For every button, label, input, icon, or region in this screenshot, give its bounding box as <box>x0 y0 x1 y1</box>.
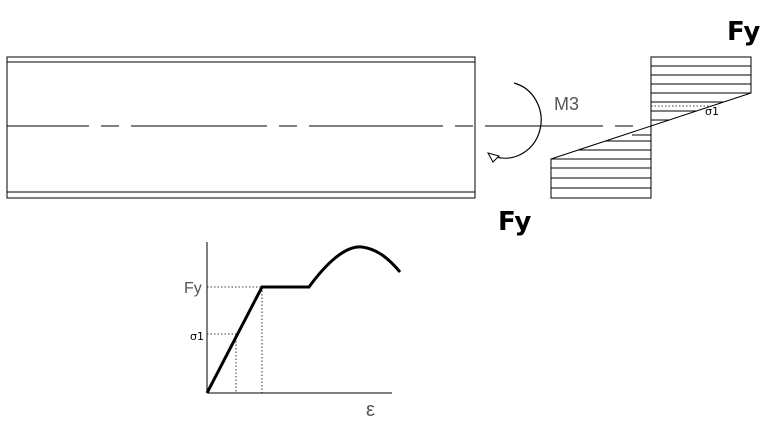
chart-sigma-label: σ1 <box>190 330 204 343</box>
moment-arrowhead <box>486 152 500 163</box>
moment-arc <box>495 82 542 159</box>
moment-m3: M3 <box>486 82 579 163</box>
stress-top-label: Fy <box>727 17 760 47</box>
stress-strain-curve <box>205 245 402 394</box>
stress-block: σ1 Fy Fy <box>498 17 760 237</box>
stress-sigma-label: σ1 <box>705 105 719 118</box>
stress-strain-chart: Fy σ1 ε <box>184 242 402 421</box>
chart-fy-label: Fy <box>184 280 202 297</box>
moment-label: M3 <box>554 94 579 114</box>
beam <box>6 56 476 199</box>
stress-bottom-label: Fy <box>498 207 531 237</box>
beam-outline <box>6 56 476 199</box>
chart-x-label: ε <box>366 399 375 421</box>
